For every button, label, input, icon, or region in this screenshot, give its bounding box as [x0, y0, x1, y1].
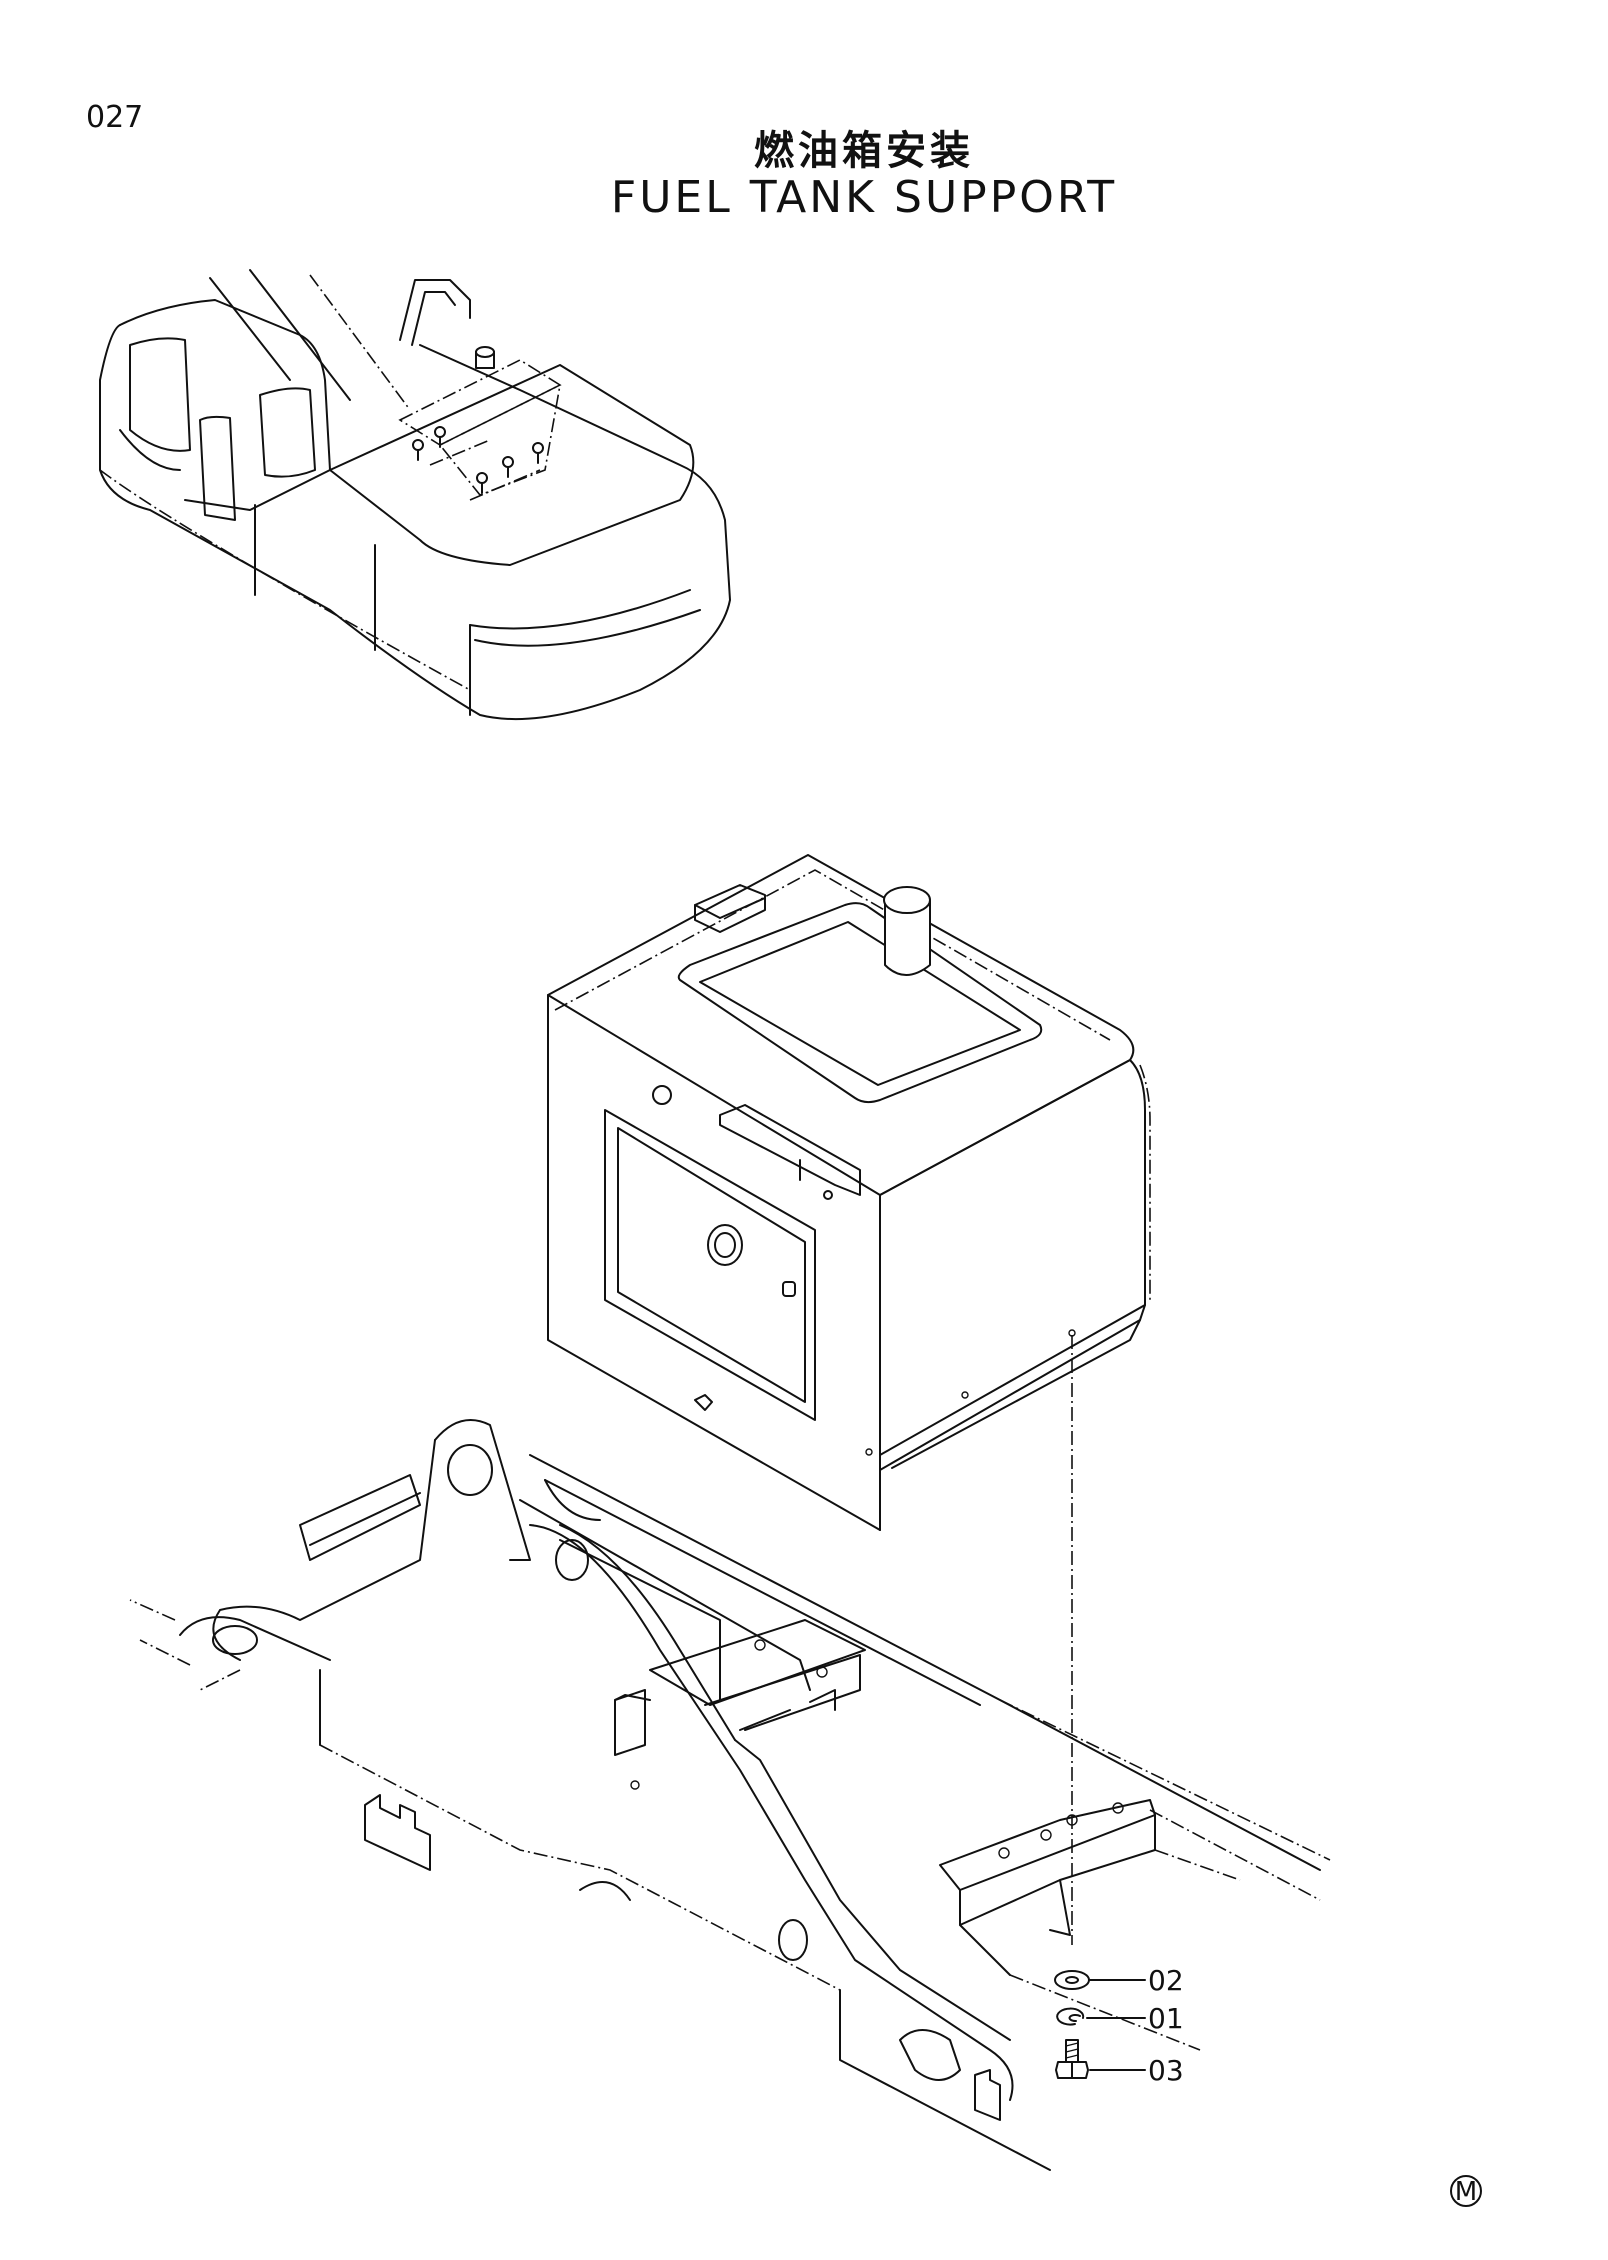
spring-washer-icon: [1056, 2007, 1146, 2026]
callout-label-03: 03: [1148, 2054, 1184, 2087]
model-mark-letter: M: [1455, 2177, 1477, 2207]
main-frame: [129, 1419, 1331, 2171]
page-number: 027: [86, 100, 144, 135]
page-title-english: FUEL TANK SUPPORT: [610, 172, 1118, 223]
page-title-chinese: 燃油箱安装: [754, 128, 974, 174]
callout-label-01: 01: [1148, 2002, 1184, 2035]
bolt-icon: [1055, 2039, 1146, 2079]
callout-label-02: 02: [1148, 1964, 1184, 1997]
excavator-overview: [99, 269, 731, 721]
overview-bolt-icon: [412, 426, 544, 494]
washer-icon: [1054, 1970, 1146, 1990]
fuel-tank: [547, 854, 1151, 1945]
model-mark: M: [1450, 2175, 1482, 2207]
